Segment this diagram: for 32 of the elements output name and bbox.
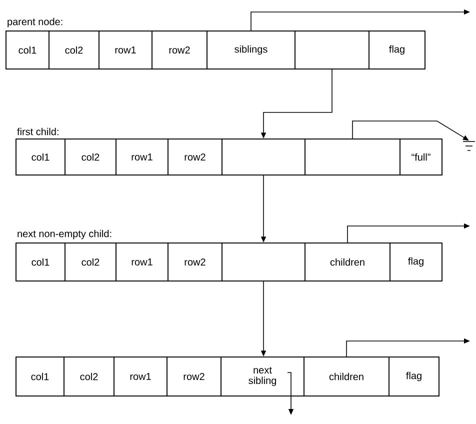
- record-field: siblings: [206, 30, 296, 70]
- empty-field: [222, 242, 306, 282]
- record-field: children: [304, 356, 390, 396]
- record-field: row1: [116, 242, 168, 282]
- empty-field: [294, 30, 370, 70]
- record-field: row2: [168, 242, 222, 282]
- record-field: next sibling: [220, 356, 304, 396]
- record-field: col2: [64, 138, 116, 176]
- record-field: col1: [16, 138, 66, 176]
- record-field: row1: [116, 138, 168, 176]
- node-label: first child:: [17, 128, 58, 136]
- node-label: next non-empty child:: [18, 230, 112, 240]
- record-field: col2: [64, 356, 114, 396]
- record-field: col1: [6, 30, 50, 70]
- record-field: col2: [64, 242, 116, 282]
- record-field: flag: [388, 356, 440, 396]
- record-field: row1: [114, 356, 168, 396]
- empty-field: [222, 138, 306, 176]
- record-field: col1: [16, 356, 64, 396]
- record-field: col2: [48, 30, 100, 70]
- node-label: parent node:: [8, 18, 62, 28]
- record-field: children: [304, 242, 390, 282]
- record-field: row2: [152, 30, 208, 70]
- ground-symbol: [463, 141, 475, 151]
- record-field: “full”: [400, 138, 442, 176]
- record-field: flag: [368, 30, 426, 70]
- record-field: flag: [390, 242, 442, 282]
- record-field: row1: [98, 30, 152, 70]
- record-field: col1: [16, 242, 66, 282]
- empty-field: [304, 138, 400, 176]
- record-field: row2: [166, 356, 222, 396]
- record-field: row2: [168, 138, 222, 176]
